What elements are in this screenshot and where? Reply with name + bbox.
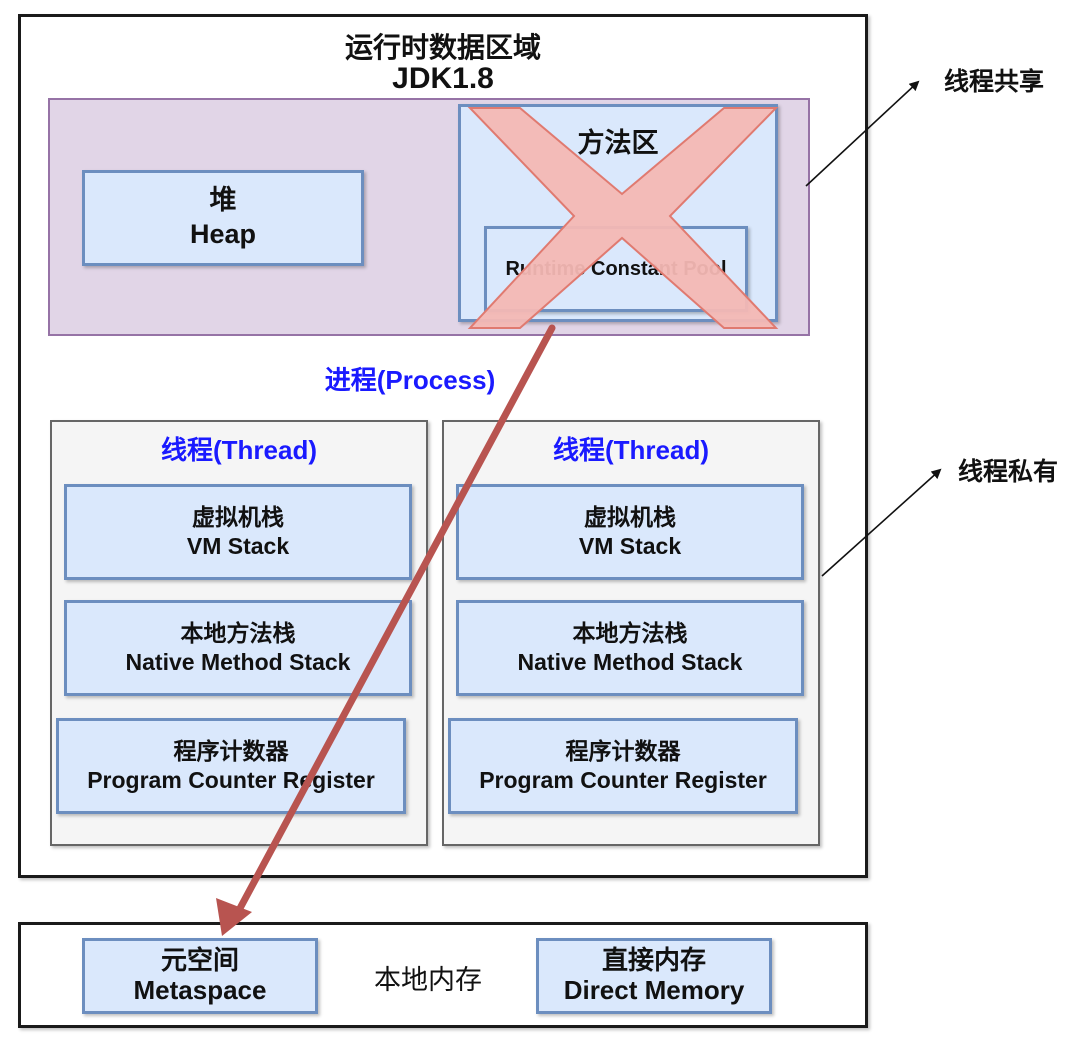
native-method-stack-box: 本地方法栈 Native Method Stack	[64, 600, 412, 696]
metaspace-box: 元空间 Metaspace	[82, 938, 318, 1014]
jdk-version-label: JDK1.8	[392, 62, 494, 95]
move-arrow-head	[216, 898, 252, 936]
native-memory-label: 本地内存	[374, 965, 482, 995]
vm-stack-label-cn: 虚拟机栈	[584, 504, 676, 531]
process-label: 进程(Process)	[324, 365, 496, 395]
native-stack-label-cn: 本地方法栈	[572, 620, 688, 647]
direct-memory-label-cn: 直接内存	[601, 945, 706, 976]
thread-private-connector	[821, 468, 942, 577]
pc-register-label-en: Program Counter Register	[479, 767, 767, 793]
metaspace-label-en: Metaspace	[133, 975, 267, 1005]
thread-shared-connector	[805, 80, 920, 187]
native-stack-label-en: Native Method Stack	[125, 649, 351, 675]
pc-register-label-cn: 程序计数器	[565, 738, 681, 765]
thread-label: 线程(Thread)	[552, 435, 709, 465]
cross-out-mark	[467, 107, 779, 329]
program-counter-box: 程序计数器 Program Counter Register	[56, 718, 406, 814]
native-stack-label-cn: 本地方法栈	[180, 620, 296, 647]
vm-stack-label-en: VM Stack	[186, 533, 290, 559]
heap-box: 堆 Heap	[82, 170, 364, 266]
method-area-label: 方法区	[577, 128, 659, 158]
heap-label-cn: 堆	[209, 185, 237, 216]
direct-memory-box: 直接内存 Direct Memory	[536, 938, 772, 1014]
heap-label-en: Heap	[189, 219, 257, 249]
pc-register-label-cn: 程序计数器	[173, 738, 289, 765]
move-arrow-line	[234, 324, 556, 916]
thread-label: 线程(Thread)	[160, 435, 317, 465]
vm-stack-label-en: VM Stack	[578, 533, 682, 559]
vm-stack-box: 虚拟机栈 VM Stack	[64, 484, 412, 580]
native-method-stack-box: 本地方法栈 Native Method Stack	[456, 600, 804, 696]
vm-stack-box: 虚拟机栈 VM Stack	[456, 484, 804, 580]
metaspace-label-cn: 元空间	[160, 945, 239, 976]
pc-register-label-en: Program Counter Register	[87, 767, 375, 793]
vm-stack-label-cn: 虚拟机栈	[192, 504, 284, 531]
runtime-area-title: 运行时数据区域	[344, 32, 541, 63]
thread-shared-annotation: 线程共享	[944, 68, 1045, 96]
direct-memory-label-en: Direct Memory	[563, 975, 745, 1005]
thread-private-annotation: 线程私有	[958, 458, 1059, 486]
program-counter-box: 程序计数器 Program Counter Register	[448, 718, 798, 814]
native-stack-label-en: Native Method Stack	[517, 649, 743, 675]
